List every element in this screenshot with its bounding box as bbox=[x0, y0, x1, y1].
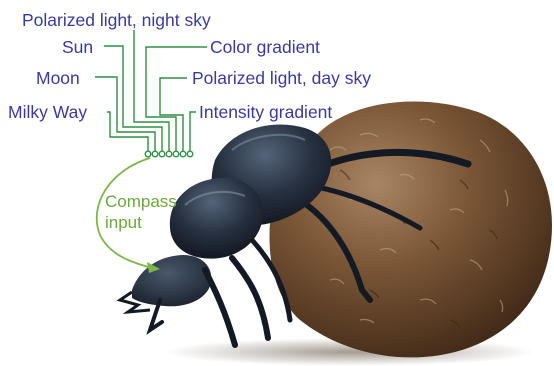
compass-label-line1: Compass bbox=[105, 191, 177, 212]
connector-endpoints bbox=[145, 151, 193, 157]
label-sun: Sun bbox=[62, 37, 93, 57]
label-moon: Moon bbox=[36, 68, 80, 88]
label-polarized-day-sky: Polarized light, day sky bbox=[192, 68, 371, 88]
label-intensity-gradient: Intensity gradient bbox=[199, 102, 332, 122]
compass-label-line2: input bbox=[105, 212, 177, 233]
connector-lines bbox=[95, 30, 207, 152]
label-color-gradient: Color gradient bbox=[210, 37, 320, 57]
label-milky-way: Milky Way bbox=[8, 102, 87, 122]
label-polarized-night-sky: Polarized light, night sky bbox=[22, 10, 211, 30]
compass-input-label: Compass input bbox=[105, 191, 177, 233]
